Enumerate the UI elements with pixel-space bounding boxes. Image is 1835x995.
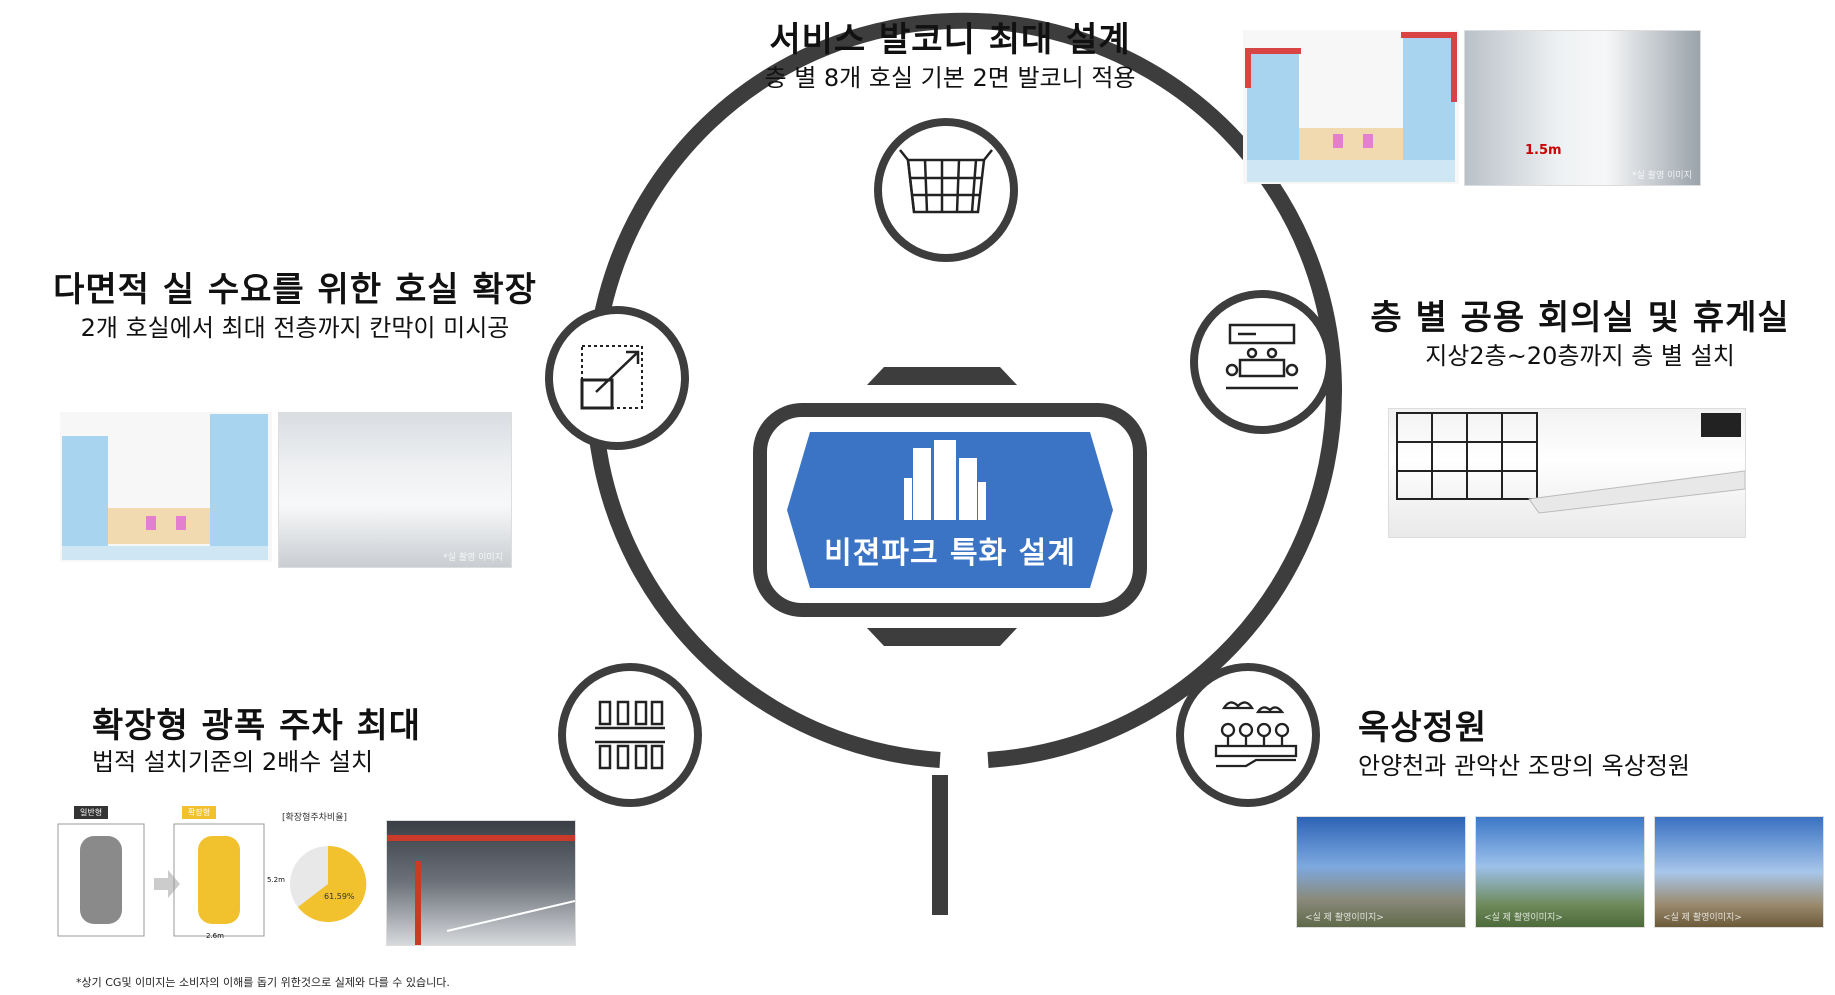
right-lower-subtitle: 안양천과 관악산 조망의 옥상정원 xyxy=(1358,752,1691,780)
balcony-grid-icon xyxy=(899,149,993,214)
parking-dim-a: 5.2m xyxy=(267,876,285,884)
right-upper-title: 층 별 공용 회의실 및 휴게실 xyxy=(1370,298,1790,338)
corridor-measure: 1.5m xyxy=(1525,143,1562,158)
left-office-photo: *실 촬영 이미지 xyxy=(278,412,512,568)
parking-diagram-image: 일반형 확장형 [확장형주차비율] 61.59% 5.2m 2.6m xyxy=(56,806,376,942)
parking-ratio-title: [확장형주차비율] xyxy=(282,813,347,823)
expand-room-icon xyxy=(580,345,643,410)
parking-ratio-value: 61.59% xyxy=(324,892,355,901)
caption-2: *실 촬영 이미지 xyxy=(443,553,503,563)
meeting-room-photo xyxy=(1388,408,1746,538)
caption-3: <실 제 촬영이미지> xyxy=(1305,913,1384,923)
left-upper-subtitle: 2개 호실에서 최대 전층까지 칸막이 미시공 xyxy=(80,314,510,342)
building-icon xyxy=(904,440,986,520)
caption-5: <실 제 촬영이미지> xyxy=(1663,913,1742,923)
rooftop-photo-3: <실 제 촬영이미지> xyxy=(1654,816,1824,928)
expand-circle xyxy=(545,306,689,450)
right-lower-title: 옥상정원 xyxy=(1358,708,1488,748)
right-upper-subtitle: 지상2층~20층까지 층 별 설치 xyxy=(1425,342,1735,370)
top-subtitle: 층 별 8개 호실 기본 2면 발코니 적용 xyxy=(764,64,1136,92)
top-floor-plan-image xyxy=(1243,30,1459,184)
parking-label-normal: 일반형 xyxy=(74,806,109,819)
parking-circle xyxy=(558,663,702,807)
center-cap-top xyxy=(867,367,1017,385)
ring-stub xyxy=(932,775,948,915)
parking-dim-b: 2.6m xyxy=(206,932,224,940)
meeting-circle xyxy=(1190,290,1334,434)
main-ring xyxy=(586,12,1342,768)
caption-1: *실 촬영 이미지 xyxy=(1632,171,1692,181)
left-floor-plan-image xyxy=(60,412,272,562)
meeting-room-icon xyxy=(1225,323,1299,390)
top-corridor-photo: 1.5m *실 촬영 이미지 xyxy=(1464,30,1701,186)
rooftop-garden-icon xyxy=(1214,701,1298,768)
footnote: *상기 CG및 이미지는 소비자의 이해를 돕기 위한것으로 실제와 다를 수 … xyxy=(76,976,450,989)
left-lower-title: 확장형 광폭 주차 최대 xyxy=(92,706,422,746)
parking-garage-photo xyxy=(386,820,576,946)
center-label: 비젼파크 특화 설계 xyxy=(824,536,1076,571)
rooftop-photo-2: <실 제 촬영이미지> xyxy=(1475,816,1645,928)
parking-icon xyxy=(595,700,665,770)
caption-4: <실 제 촬영이미지> xyxy=(1484,913,1563,923)
rooftop-photo-1: <실 제 촬영이미지> xyxy=(1296,816,1466,928)
balcony-circle xyxy=(874,118,1018,262)
left-lower-subtitle: 법적 설치기준의 2배수 설치 xyxy=(92,748,374,776)
top-title: 서비스 발코니 최대 설계 xyxy=(769,20,1131,60)
center-cap-bottom xyxy=(867,628,1017,646)
parking-label-wide: 확장형 xyxy=(182,806,217,819)
left-upper-title: 다면적 실 수요를 위한 호실 확장 xyxy=(53,270,537,310)
